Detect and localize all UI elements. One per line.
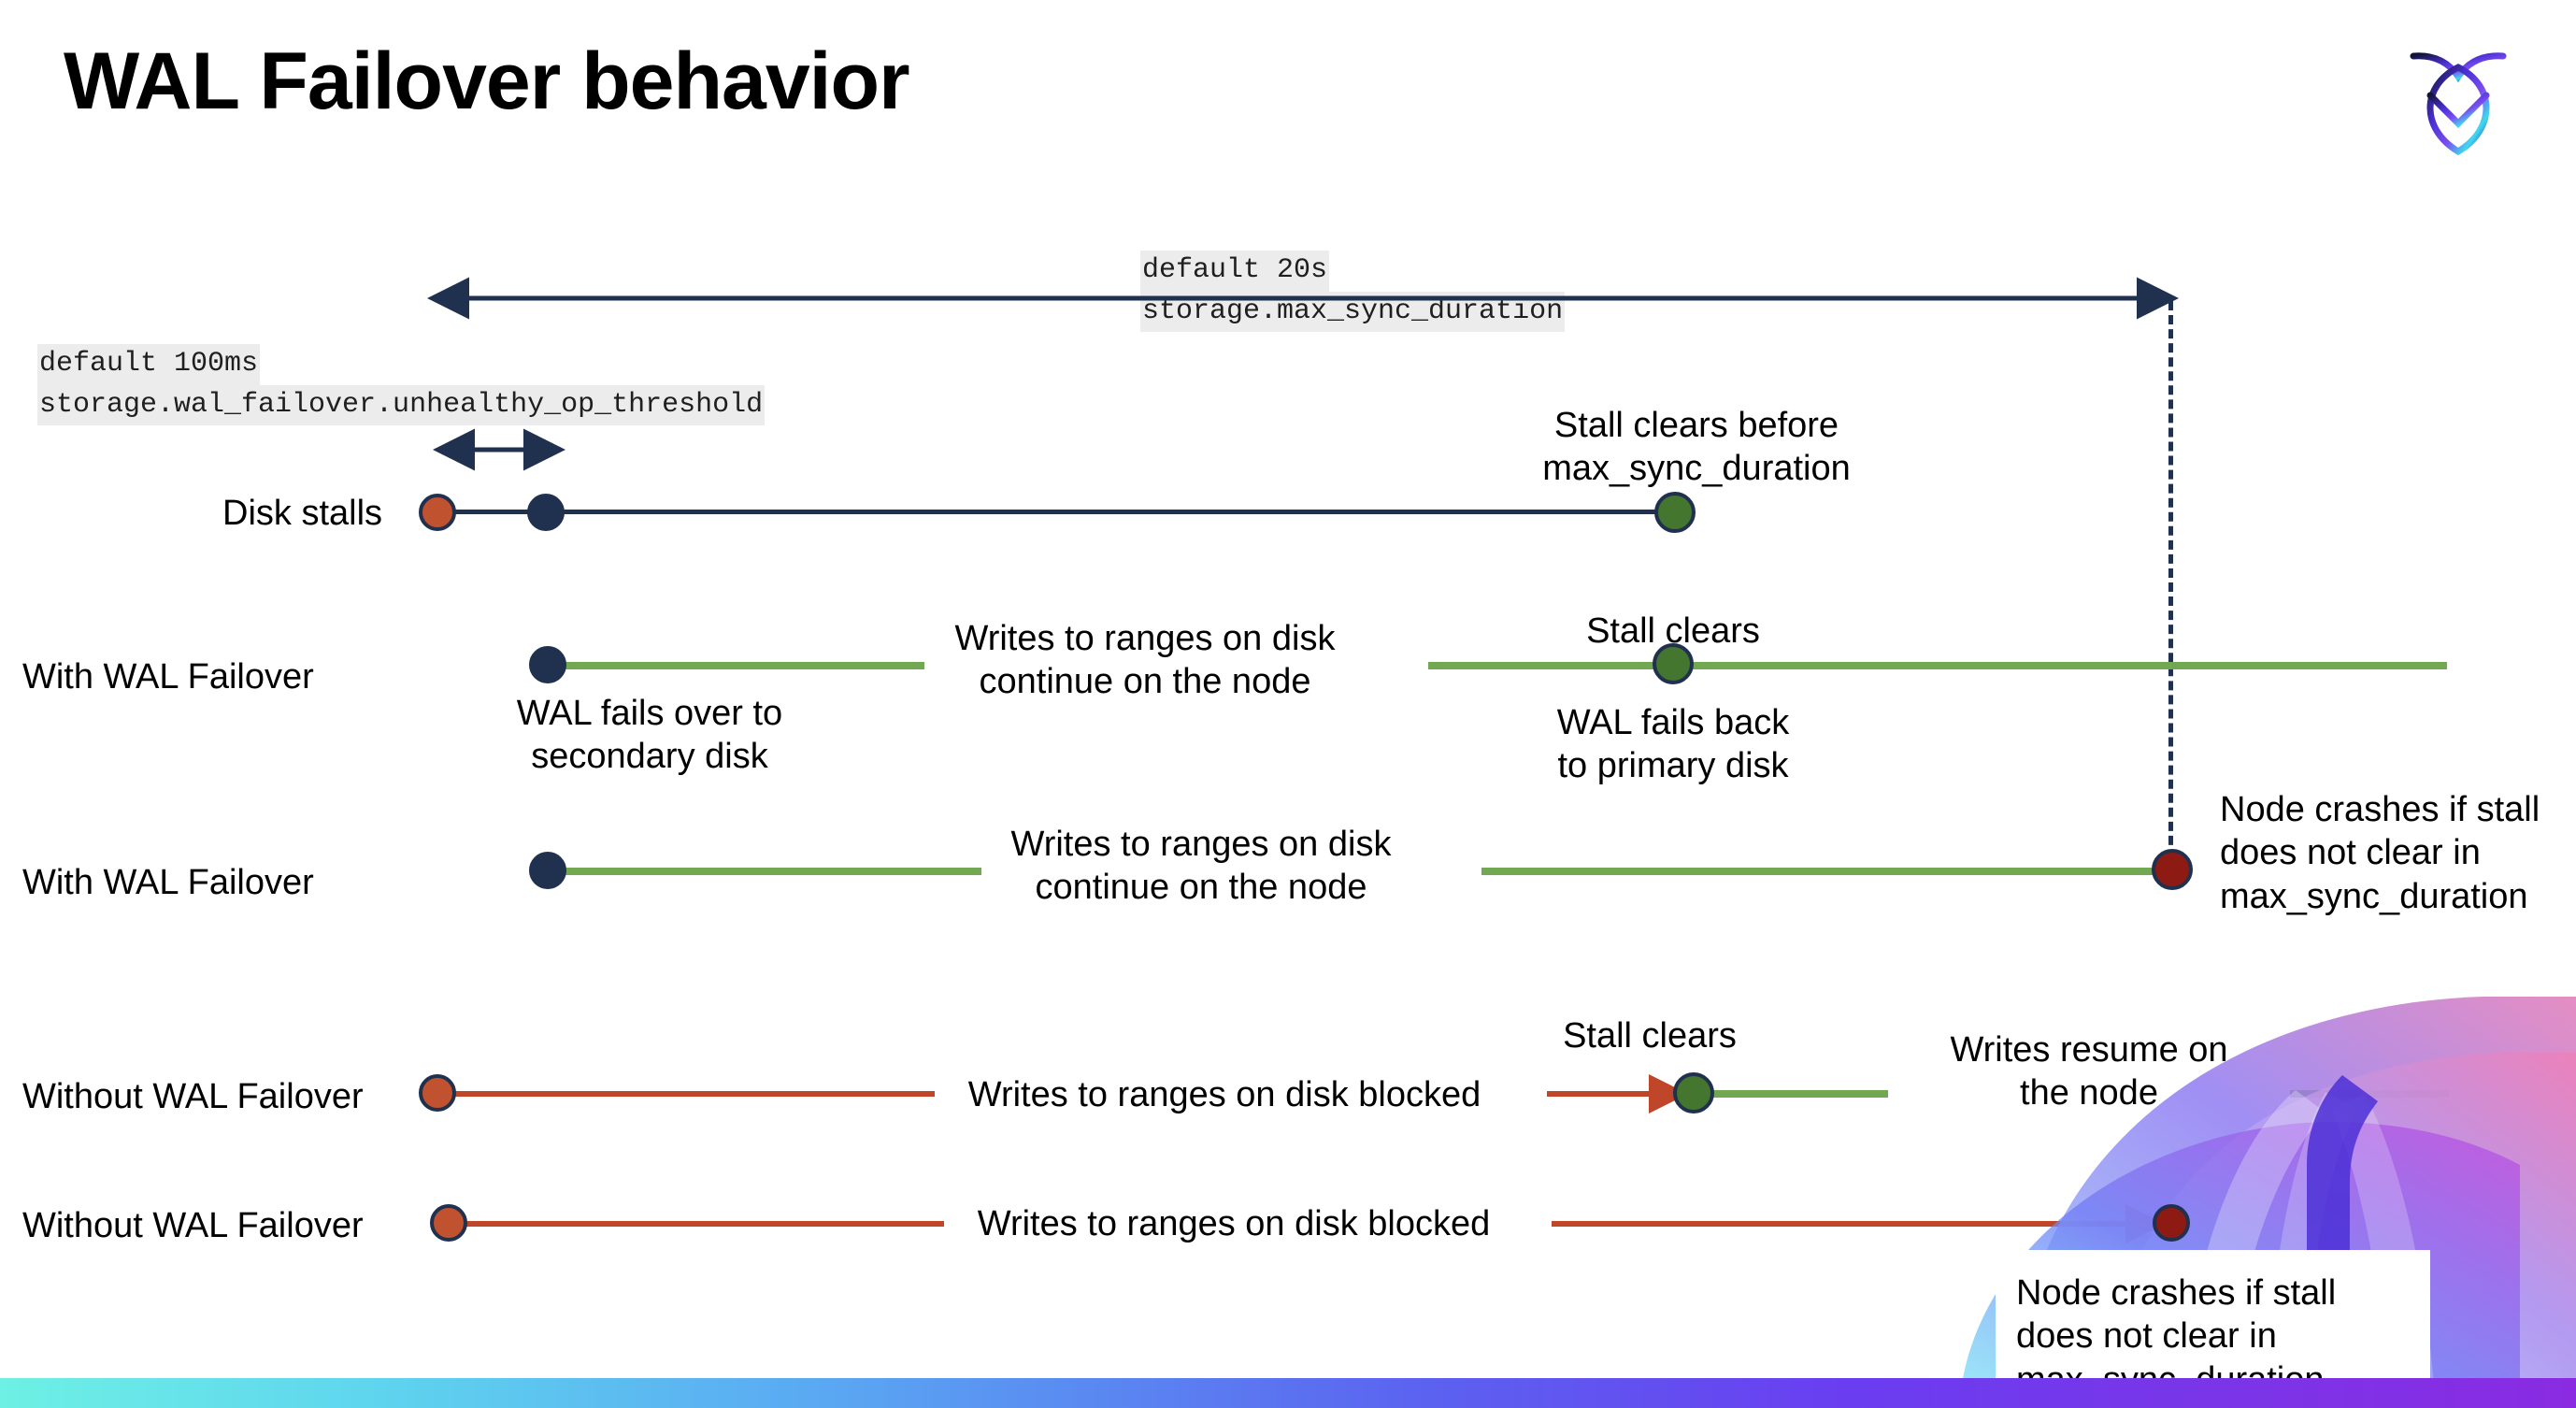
with-wal-1-segment-b — [1428, 662, 2447, 669]
without-wal-1-blocked-segment — [449, 1091, 935, 1097]
with-wal-2-segment-b — [1481, 868, 2173, 875]
note-writes-continue-1: Writes to ranges on disk continue on the… — [954, 619, 1336, 702]
cockroachdb-logo-icon — [2393, 28, 2524, 168]
page-title: WAL Failover behavior — [64, 36, 910, 126]
note-stall-clears-2: Stall clears — [1563, 1016, 1737, 1056]
wal-failover-start-dot-row2 — [529, 646, 566, 683]
stall-clears-dot-row4 — [1673, 1072, 1714, 1113]
without-wal-2-blocked-segment — [458, 1221, 944, 1227]
unhealthy-op-setting: storage.wal_failover.unhealthy_op_thresh… — [37, 384, 766, 425]
wal-failover-trigger-dot — [527, 494, 565, 531]
wal-failover-start-dot-row3 — [529, 852, 566, 889]
disk-stall-start-dot — [419, 494, 456, 531]
row-label-without-wal-failover-1: Without WAL Failover — [22, 1077, 364, 1116]
stall-clears-dot-row1 — [1654, 492, 1696, 533]
note-wal-fails-over: WAL fails over to secondary disk — [516, 694, 783, 777]
annotation-unhealthy-op-threshold: default 100ms storage.wal_failover.unhea… — [37, 344, 766, 425]
note-wal-fails-back: WAL fails back to primary disk — [1556, 703, 1790, 786]
without-wal-1-resume-segment — [1696, 1090, 1888, 1098]
note-stall-clears-before: Stall clears before max_sync_duration — [1542, 406, 1851, 489]
with-wal-1-segment-a — [547, 662, 924, 669]
stall-clears-dot-row2 — [1653, 643, 1694, 684]
disk-stall-start-dot-row4 — [419, 1074, 456, 1112]
with-wal-2-segment-a — [547, 868, 981, 875]
node-crash-dot-row3 — [2152, 849, 2193, 890]
unhealthy-op-default: default 100ms — [37, 344, 261, 385]
disk-stalls-timeline — [437, 510, 1676, 514]
row-label-with-wal-failover-1: With WAL Failover — [22, 657, 314, 697]
without-wal-1-resume-segment-2 — [2290, 1090, 2449, 1098]
max-sync-dropline — [2168, 301, 2173, 873]
node-crash-dot-row5 — [2153, 1204, 2190, 1242]
note-writes-blocked-2: Writes to ranges on disk blocked — [977, 1204, 1491, 1243]
disk-stall-start-dot-row5 — [430, 1204, 467, 1242]
note-writes-blocked-1: Writes to ranges on disk blocked — [967, 1075, 1481, 1114]
bottom-gradient-bar — [0, 1378, 2576, 1408]
note-writes-continue-2: Writes to ranges on disk continue on the… — [1010, 825, 1392, 908]
row-label-disk-stalls: Disk stalls — [222, 494, 383, 533]
note-stall-clears-1: Stall clears — [1586, 611, 1760, 651]
row-label-without-wal-failover-2: Without WAL Failover — [22, 1206, 364, 1245]
note-writes-resume: Writes resume on the node — [1950, 1030, 2228, 1113]
note-node-crashes-1: Node crashes if stall does not clear in … — [2220, 790, 2540, 916]
row-label-with-wal-failover-2: With WAL Failover — [22, 863, 314, 902]
